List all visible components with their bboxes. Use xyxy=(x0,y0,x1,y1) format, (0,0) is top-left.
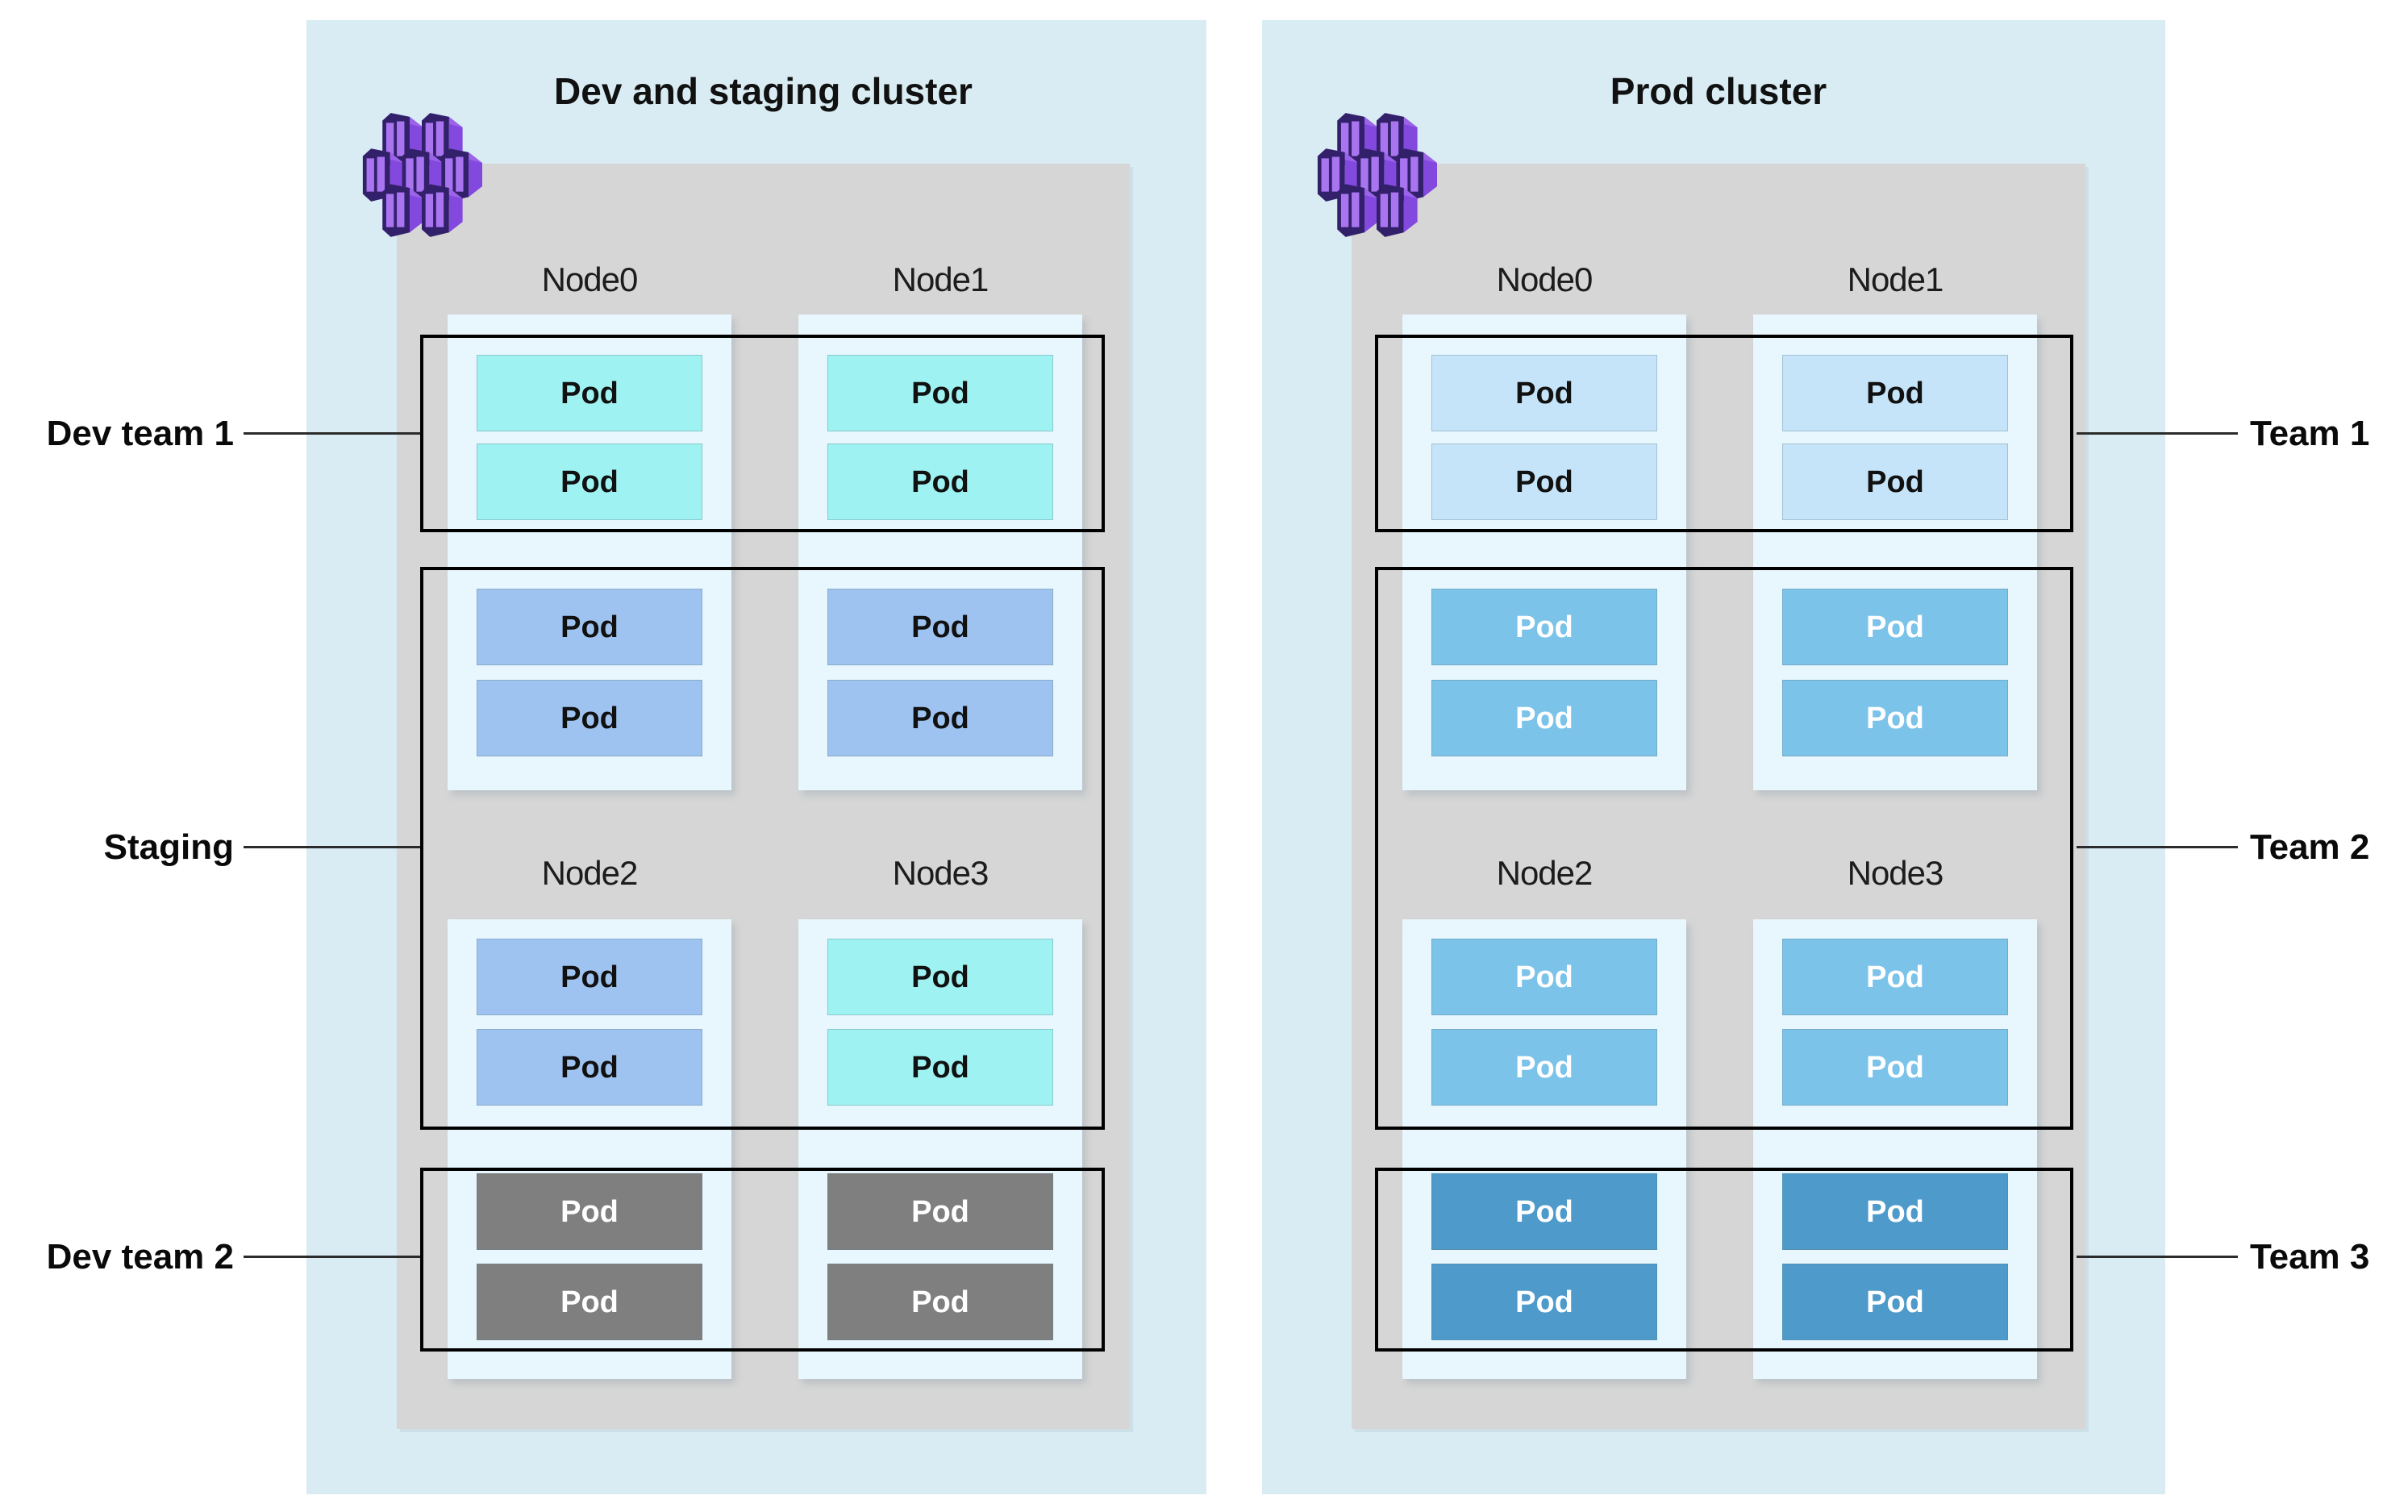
connector-line-team-3 xyxy=(2077,1256,2238,1258)
label-staging: Staging xyxy=(103,827,234,867)
pod: Pod xyxy=(477,1029,702,1106)
group-rect-dev-team-2 xyxy=(420,1168,1105,1352)
pod: Pod xyxy=(477,1264,702,1340)
group-rect-team-2 xyxy=(1375,567,2073,1130)
group-rect-team-3 xyxy=(1375,1168,2073,1352)
label-dev-team-2: Dev team 2 xyxy=(46,1237,234,1277)
pod: Pod xyxy=(1431,680,1657,756)
node-label-node1: Node1 xyxy=(1847,260,1944,298)
pod: Pod xyxy=(1782,589,2008,665)
label-team-3: Team 3 xyxy=(2250,1237,2370,1277)
pod: Pod xyxy=(827,1029,1053,1106)
node-label-node0: Node0 xyxy=(1496,260,1594,298)
pod: Pod xyxy=(477,589,702,665)
node-label-node3: Node3 xyxy=(892,854,989,892)
pod: Pod xyxy=(477,680,702,756)
pod: Pod xyxy=(827,1173,1053,1250)
pod: Pod xyxy=(827,355,1053,431)
pod: Pod xyxy=(1782,680,2008,756)
pod: Pod xyxy=(477,444,702,520)
pod: Pod xyxy=(1782,444,2008,520)
pod: Pod xyxy=(1782,1029,2008,1106)
pod: Pod xyxy=(1431,1029,1657,1106)
pod: Pod xyxy=(477,939,702,1015)
dev-staging-cluster-title: Dev and staging cluster xyxy=(554,70,973,112)
label-team-1: Team 1 xyxy=(2250,414,2370,453)
hexagon-cluster-icon xyxy=(1317,113,1437,237)
pod: Pod xyxy=(1431,355,1657,431)
node-label-node2: Node2 xyxy=(541,854,639,892)
pod: Pod xyxy=(477,355,702,431)
group-rect-dev-team-1 xyxy=(420,335,1105,532)
node-label-node0: Node0 xyxy=(541,260,639,298)
node-label-node3: Node3 xyxy=(1847,854,1944,892)
pod: Pod xyxy=(477,1173,702,1250)
prod-cluster-title: Prod cluster xyxy=(1610,70,1827,112)
connector-line-dev-team-2 xyxy=(244,1256,420,1258)
group-rect-team-1 xyxy=(1375,335,2073,532)
pod: Pod xyxy=(827,1264,1053,1340)
pod: Pod xyxy=(1431,444,1657,520)
pod: Pod xyxy=(1431,589,1657,665)
pod: Pod xyxy=(1782,355,2008,431)
connector-line-dev-team-1 xyxy=(244,432,420,435)
hexagon-cluster-icon xyxy=(362,113,482,237)
pod: Pod xyxy=(827,680,1053,756)
label-team-2: Team 2 xyxy=(2250,827,2370,867)
connector-line-team-1 xyxy=(2077,432,2238,435)
pod: Pod xyxy=(1431,939,1657,1015)
connector-line-staging xyxy=(244,846,420,848)
pod: Pod xyxy=(1431,1264,1657,1340)
connector-line-team-2 xyxy=(2077,846,2238,848)
pod: Pod xyxy=(1782,1264,2008,1340)
pod: Pod xyxy=(1431,1173,1657,1250)
pod: Pod xyxy=(827,444,1053,520)
pod: Pod xyxy=(1782,1173,2008,1250)
node-label-node2: Node2 xyxy=(1496,854,1594,892)
pod: Pod xyxy=(827,589,1053,665)
node-label-node1: Node1 xyxy=(892,260,989,298)
pod: Pod xyxy=(1782,939,2008,1015)
group-rect-staging xyxy=(420,567,1105,1130)
pod: Pod xyxy=(827,939,1053,1015)
label-dev-team-1: Dev team 1 xyxy=(46,414,234,453)
